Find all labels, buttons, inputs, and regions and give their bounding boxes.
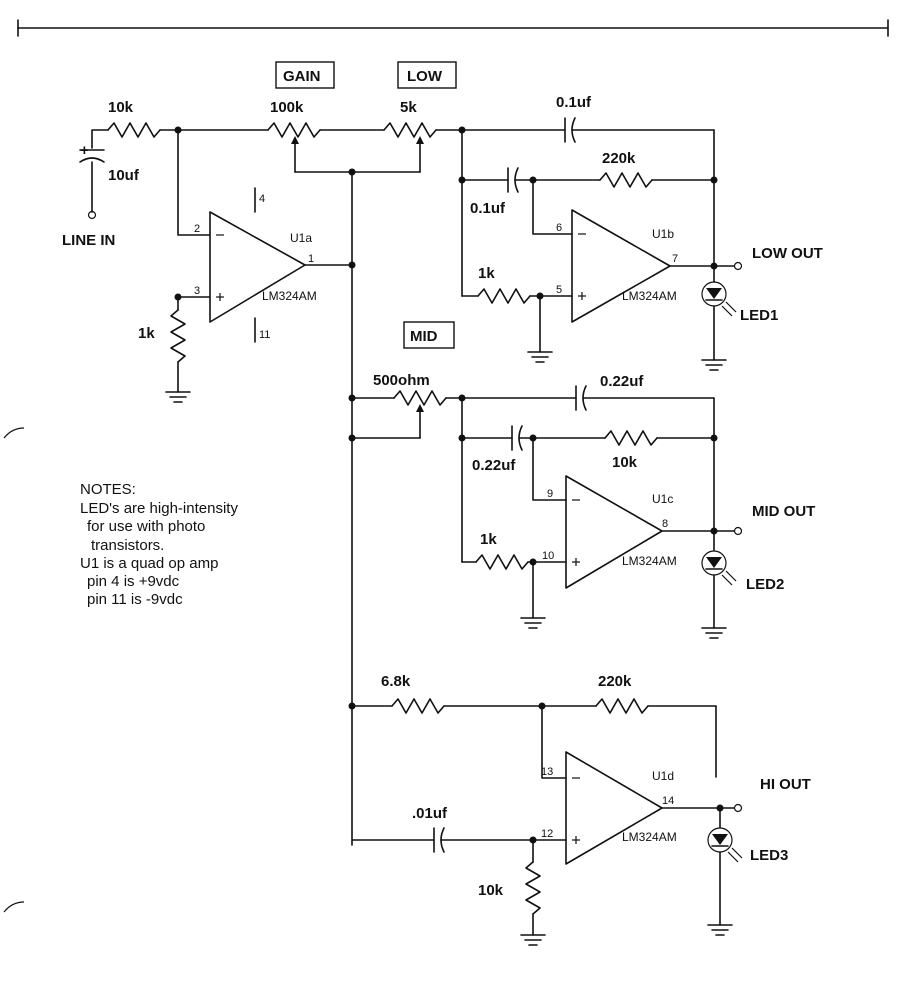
opamp-u1b bbox=[571, 209, 735, 323]
low-potentiometer bbox=[383, 122, 463, 173]
u1d-name: U1d bbox=[652, 769, 674, 783]
margin-mark-1 bbox=[3, 427, 25, 439]
mid-in-resistor-label: 1k bbox=[480, 531, 497, 548]
u1a-pin-inv: 2 bbox=[194, 223, 200, 235]
line-in-terminal bbox=[87, 210, 97, 220]
hi-out-label: HI OUT bbox=[760, 776, 811, 793]
top-border-line bbox=[17, 19, 889, 37]
note-line: transistors. bbox=[91, 537, 164, 554]
input-capacitor-label: 10uf bbox=[108, 167, 140, 184]
mid-potentiometer bbox=[348, 390, 463, 442]
low-pot-value: 5k bbox=[400, 99, 417, 116]
led2-label: LED2 bbox=[746, 576, 784, 593]
u1a-pin-out: 1 bbox=[308, 253, 314, 265]
mid-top-cap-label: 0.22uf bbox=[600, 373, 644, 390]
low-out-terminal bbox=[733, 261, 743, 271]
u1c-part: LM324AM bbox=[622, 554, 677, 568]
low-box bbox=[397, 61, 457, 89]
u1a-pin-non: 3 bbox=[194, 285, 200, 297]
u1d-part: LM324AM bbox=[622, 830, 677, 844]
mid-out-label: MID OUT bbox=[752, 503, 815, 520]
low-out-label: LOW OUT bbox=[752, 245, 823, 262]
hi-gnd-resistor-label: 10k bbox=[478, 882, 504, 899]
u1c-pin-inv: 9 bbox=[547, 488, 553, 500]
note-line: pin 11 is -9vdc bbox=[87, 591, 183, 608]
gain-pot-value: 100k bbox=[270, 99, 304, 116]
opamp-u1c bbox=[565, 475, 735, 589]
low-filter-section bbox=[458, 117, 718, 363]
low-in-resistor-label: 1k bbox=[478, 265, 495, 282]
u1a-ground-resistor bbox=[165, 293, 211, 403]
hi-output bbox=[707, 803, 743, 936]
mid-pot-value: 500ohm bbox=[373, 372, 430, 389]
opamp-u1d bbox=[565, 751, 735, 865]
u1a-pin-vp: 4 bbox=[259, 193, 265, 205]
u1b-pin-inv: 6 bbox=[556, 222, 562, 234]
u1a-part: LM324AM bbox=[262, 289, 317, 303]
u1c-pin-non: 10 bbox=[542, 550, 554, 562]
u1d-pin-inv: 13 bbox=[541, 766, 553, 778]
low-output bbox=[701, 261, 743, 371]
low-fb-cap-label: 0.1uf bbox=[470, 200, 506, 217]
led3-label: LED3 bbox=[750, 847, 788, 864]
note-line: U1 is a quad op amp bbox=[80, 555, 218, 572]
hi-out-terminal bbox=[733, 803, 743, 813]
mid-out-terminal bbox=[733, 526, 743, 536]
u1b-pin-non: 5 bbox=[556, 284, 562, 296]
gain-potentiometer bbox=[267, 122, 421, 173]
u1d-pin-non: 12 bbox=[541, 828, 553, 840]
input-resistor-10k bbox=[107, 122, 161, 138]
u1b-part: LM324AM bbox=[622, 289, 677, 303]
note-line: pin 4 is +9vdc bbox=[87, 573, 180, 590]
u1c-pin-out: 8 bbox=[662, 518, 668, 530]
u1b-pin-out: 7 bbox=[672, 253, 678, 265]
hi-cap-label: .01uf bbox=[412, 805, 448, 822]
line-in-label: LINE IN bbox=[62, 232, 115, 249]
mid-label: MID bbox=[410, 328, 438, 345]
hi-in-resistor-label: 6.8k bbox=[381, 673, 411, 690]
low-label: LOW bbox=[407, 68, 443, 85]
mid-fb-cap-label: 0.22uf bbox=[472, 457, 516, 474]
u1d-pin-out: 14 bbox=[662, 795, 674, 807]
hi-filter-section bbox=[348, 698, 717, 946]
u1c-name: U1c bbox=[652, 492, 673, 506]
input-section: 10k 10uf + LINE IN bbox=[62, 99, 269, 249]
mid-filter-section bbox=[458, 385, 718, 629]
note-line: LED's are high-intensity bbox=[80, 500, 238, 517]
led1-label: LED1 bbox=[740, 307, 778, 324]
gain-label: GAIN bbox=[283, 68, 321, 85]
u1b-name: U1b bbox=[652, 227, 674, 241]
u1a-name: U1a bbox=[290, 231, 312, 245]
margin-mark-2 bbox=[3, 901, 25, 913]
cap-plus-label: + bbox=[80, 142, 89, 159]
u1a-pin-vn: 11 bbox=[259, 329, 270, 341]
u1a-resistor-label: 1k bbox=[138, 325, 155, 342]
input-capacitor-10uf bbox=[79, 149, 105, 220]
mid-box bbox=[403, 321, 455, 349]
gain-box bbox=[275, 61, 335, 89]
low-fb-resistor-label: 220k bbox=[602, 150, 636, 167]
note-line: for use with photo bbox=[87, 518, 205, 535]
low-top-cap-label: 0.1uf bbox=[556, 94, 592, 111]
notes-block: NOTES: LED's are high-intensity for use … bbox=[80, 481, 238, 608]
hi-fb-resistor-label: 220k bbox=[598, 673, 632, 690]
opamp-u1a bbox=[209, 187, 353, 343]
note-line: NOTES: bbox=[80, 481, 136, 498]
mid-fb-resistor-label: 10k bbox=[612, 454, 638, 471]
mid-output bbox=[701, 526, 743, 639]
input-resistor-label: 10k bbox=[108, 99, 134, 116]
